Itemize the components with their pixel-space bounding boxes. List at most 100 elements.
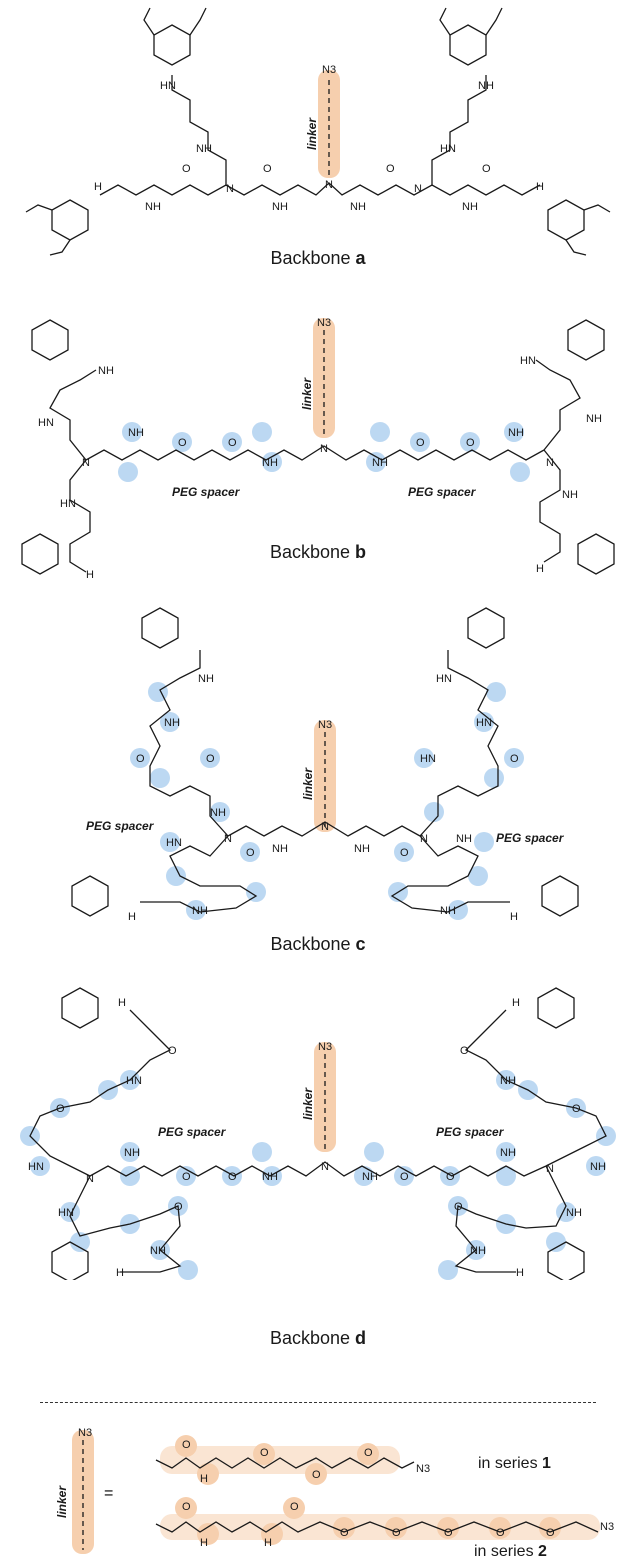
carbonyl-o: O — [290, 1501, 299, 1513]
amide-nh: NH — [470, 1245, 486, 1257]
amide-hn: HN — [38, 417, 54, 429]
amide-nh: NH — [272, 843, 288, 855]
amide-nh: NH — [456, 833, 472, 845]
ether-o: O — [56, 1103, 65, 1115]
amide-hn: HN — [420, 753, 436, 765]
amine-h: H — [536, 181, 544, 193]
linker-label: linker — [301, 1087, 315, 1120]
ether-o: O — [260, 1447, 269, 1459]
amine-h: H — [94, 181, 102, 193]
ether-o: O — [182, 1171, 191, 1183]
linker-label: linker — [300, 377, 314, 410]
amide-nh: NH — [150, 1245, 166, 1257]
backbone-c-structure: N3 linker N N N NH NH NH NH O O NH PEG s… — [71, 607, 579, 923]
peg-spacer-label-left: PEG spacer — [158, 1125, 227, 1139]
azide-label: N3 — [318, 719, 332, 731]
carbonyl-o: O — [386, 163, 395, 175]
branch-n-right: N — [420, 833, 428, 845]
amine-h: H — [116, 1267, 124, 1279]
amide-nh: NH — [192, 905, 208, 917]
peg-spacer-label-left: PEG spacer — [172, 485, 241, 499]
ether-o: O — [400, 1171, 409, 1183]
ether-o: O — [454, 1201, 463, 1213]
ether-o: O — [496, 1527, 505, 1539]
amine-h: H — [86, 569, 94, 581]
amide-nh: NH — [128, 427, 144, 439]
amide-nh: NH — [590, 1161, 606, 1173]
amine-hn: HN — [436, 673, 452, 685]
amide-nh: NH — [272, 201, 288, 213]
amine-nh: NH — [98, 365, 114, 377]
section-divider — [40, 1402, 596, 1403]
ether-o: O — [228, 437, 237, 449]
amine-h: H — [200, 1473, 208, 1485]
linker-highlight — [314, 720, 336, 832]
caption-backbone-b: Backbone b — [269, 542, 367, 562]
linker-highlight — [318, 70, 340, 178]
peg-spacer-label-right: PEG spacer — [408, 485, 477, 499]
ether-o: O — [572, 1103, 581, 1115]
peg-spacer-highlight-right — [366, 422, 530, 482]
amide-nh: NH — [500, 1147, 516, 1159]
ether-o: O — [546, 1527, 555, 1539]
amide-nh: NH — [145, 201, 161, 213]
amine-h: H — [118, 997, 126, 1009]
amide-hn: HN — [126, 1075, 142, 1087]
backbone-a-structure: N3 linker N N N O O O O NH NH NH NH NH H… — [25, 7, 611, 256]
branch-n-right: N — [546, 457, 554, 469]
amine-h: H — [200, 1537, 208, 1549]
linker-label: linker — [55, 1485, 69, 1518]
ether-o: O — [400, 847, 409, 859]
ether-o: O — [392, 1527, 401, 1539]
amide-nh: NH — [440, 905, 456, 917]
amide-hn: HN — [166, 837, 182, 849]
backbone-d-structure: N3 linker N N N O O O O NH NH NH NH PEG … — [20, 987, 616, 1280]
ether-o: O — [444, 1527, 453, 1539]
peg-spacer-label-right: PEG spacer — [496, 831, 565, 845]
linker-legend: N3 linker = O H O O O N3 in series 1 O O… — [55, 1427, 614, 1560]
amide-nh: NH — [354, 843, 370, 855]
azide-label: N3 — [322, 64, 336, 76]
ether-o: O — [466, 437, 475, 449]
amide-hn: HN — [60, 498, 76, 510]
peg-spacer-highlight-right — [388, 682, 524, 920]
ether-o: O — [228, 1171, 237, 1183]
amide-nh: NH — [164, 717, 180, 729]
peg-spacer-label-right: PEG spacer — [436, 1125, 505, 1139]
backbone-b-structure: N3 linker N N N O O O O NH NH NH NH PEG … — [21, 317, 615, 581]
amide-nh: NH — [372, 457, 388, 469]
carbonyl-o: O — [482, 163, 491, 175]
amine-h: H — [264, 1537, 272, 1549]
series-1-label: in series 1 — [478, 1455, 551, 1472]
ether-o: O — [206, 753, 215, 765]
carbonyl-o: O — [460, 1045, 469, 1057]
carbonyl-o: O — [263, 163, 272, 175]
linker-label: linker — [305, 117, 319, 150]
branch-n-left: N — [224, 833, 232, 845]
ether-o: O — [178, 437, 187, 449]
caption-backbone-a: Backbone a — [270, 248, 366, 268]
amide-hn: HN — [58, 1207, 74, 1219]
amide-nh: NH — [586, 413, 602, 425]
carbonyl-o: O — [182, 1439, 191, 1451]
peg-spacer-highlight-left — [130, 682, 266, 920]
azide-label: N3 — [317, 317, 331, 329]
azide-label: N3 — [318, 1041, 332, 1053]
amine-hn: HN — [160, 80, 176, 92]
linker-highlight — [314, 1042, 336, 1152]
amide-nh: NH — [562, 489, 578, 501]
amide-nh: NH — [196, 143, 212, 155]
amide-nh: NH — [508, 427, 524, 439]
amine-hn: HN — [520, 355, 536, 367]
ether-o: O — [340, 1527, 349, 1539]
amine-h: H — [536, 563, 544, 575]
amide-nh: NH — [350, 201, 366, 213]
azide-label: N3 — [600, 1521, 614, 1533]
central-n: N — [321, 1161, 329, 1173]
amide-hn: HN — [440, 143, 456, 155]
carbonyl-o: O — [182, 1501, 191, 1513]
amine-h: H — [128, 911, 136, 923]
amide-hn: HN — [476, 717, 492, 729]
carbonyl-o: O — [168, 1045, 177, 1057]
branch-n-right: N — [546, 1163, 554, 1175]
